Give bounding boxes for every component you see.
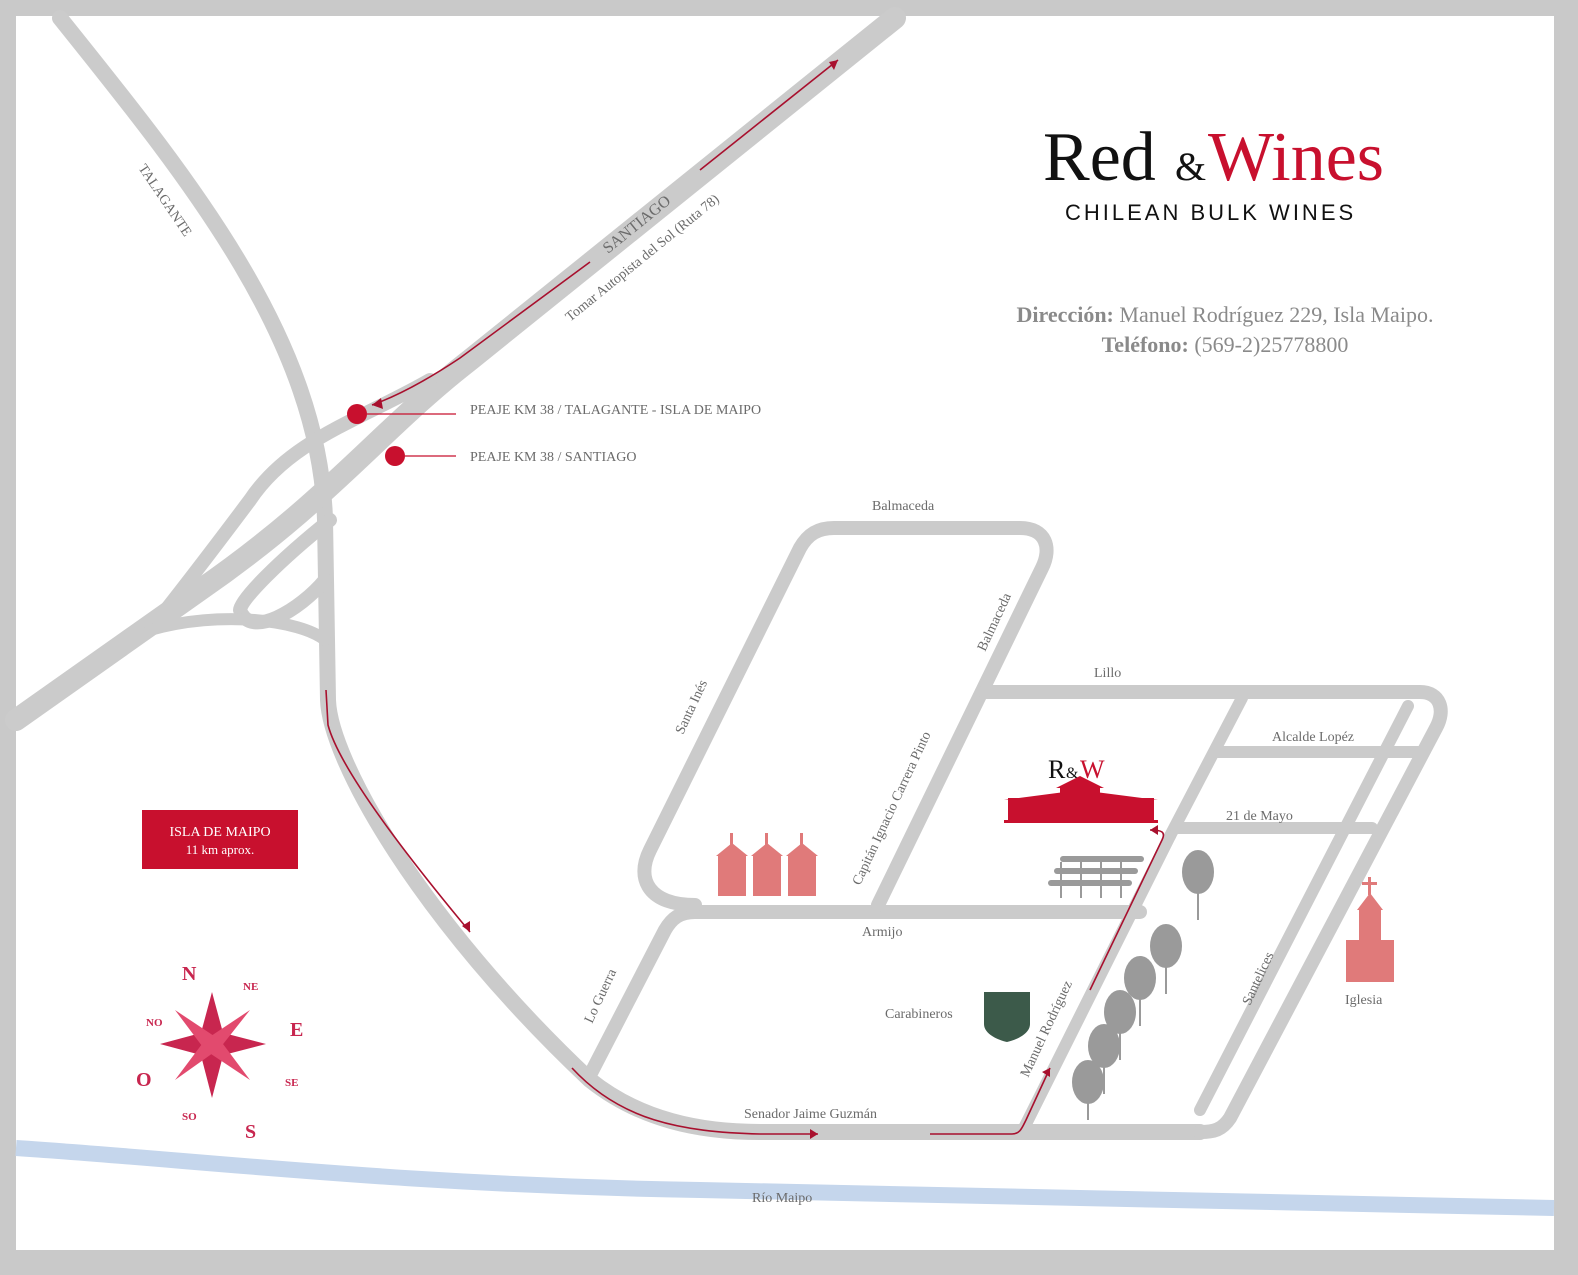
toll-label: PEAJE KM 38 / TALAGANTE - ISLA DE MAIPO [470, 403, 761, 418]
carabineros-marker[interactable]: Carabineros [885, 992, 1030, 1042]
street-label-senador: Senador Jaime Guzmán [744, 1107, 877, 1122]
street-label-alcalde: Alcalde Lopéz [1272, 730, 1354, 745]
address-label: Dirección: [1017, 302, 1114, 327]
road-ramp-1 [143, 373, 437, 637]
route-segment-autopista [371, 261, 591, 406]
logo-amp: & [1175, 144, 1206, 189]
compass-so: SO [182, 1111, 197, 1123]
contact-info: Dirección: Manuel Rodríguez 229, Isla Ma… [1017, 302, 1434, 357]
route-arrowhead [829, 60, 838, 70]
road-santa-ines-loop [637, 521, 1054, 912]
silos-icon [716, 833, 818, 896]
destination-box-bg [142, 810, 298, 869]
map-background [16, 16, 1554, 1250]
roads [5, 7, 1448, 1140]
road-manuel [1016, 830, 1176, 1138]
river-label: Río Maipo [752, 1191, 812, 1206]
toll-2[interactable]: PEAJE KM 38 / SANTIAGO [385, 446, 636, 466]
compass-rose: N NE E SE S SO O NO [136, 963, 303, 1143]
carabineros-label: Carabineros [885, 1007, 953, 1022]
trees-icon [1072, 850, 1214, 1120]
toll-marker[interactable] [385, 446, 405, 466]
iglesia-marker[interactable]: Iglesia [1345, 877, 1394, 1008]
route-segment-final [930, 1067, 1051, 1135]
route-arrowhead [1042, 1068, 1050, 1077]
compass-ne: NE [243, 981, 258, 993]
destination-box: ISLA DE MAIPO 11 km aprox. [142, 810, 298, 869]
route-arrowhead [1150, 825, 1158, 835]
road-talagante [52, 10, 768, 1140]
river-maipo [15, 1140, 1555, 1216]
vineyard-icon [1048, 856, 1144, 898]
road-ramp-2 [233, 513, 337, 630]
carabineros-shield-icon [984, 992, 1030, 1042]
brand-logo: Red & Wines CHILEAN BULK WINES [1043, 119, 1384, 225]
phone-line: Teléfono: (569-2)25778800 [1102, 332, 1349, 357]
road-ramp-3 [144, 613, 331, 646]
address-line: Dirección: Manuel Rodríguez 229, Isla Ma… [1017, 302, 1434, 327]
compass-no: NO [146, 1017, 163, 1029]
street-label-armijo: Armijo [862, 925, 902, 940]
iglesia-label: Iglesia [1345, 993, 1383, 1008]
winery-marker[interactable]: R & W [1004, 755, 1158, 823]
street-label-lillo: Lillo [1094, 666, 1121, 681]
road-diag-1 [1164, 692, 1248, 842]
road-autopista [5, 7, 906, 731]
address-value: Manuel Rodríguez 229, Isla Maipo. [1119, 302, 1433, 327]
compass-star-icon [160, 992, 266, 1098]
compass-s: S [245, 1121, 256, 1143]
church-icon [1346, 877, 1394, 982]
route [325, 59, 1165, 1139]
route-arrowhead [810, 1129, 818, 1139]
route-segment-bottom [571, 1067, 818, 1135]
compass-e: E [290, 1019, 303, 1041]
road-santelices [1194, 700, 1414, 1116]
logo-red: Red [1043, 119, 1156, 196]
route-segment-south [325, 689, 471, 933]
street-label-21-mayo: 21 de Mayo [1226, 809, 1293, 824]
route-arrowhead [372, 398, 383, 409]
route-segment-north [699, 59, 839, 171]
phone-label: Teléfono: [1102, 332, 1189, 357]
compass-se: SE [285, 1077, 298, 1089]
toll-label: PEAJE KM 38 / SANTIAGO [470, 450, 636, 465]
road-lillo [978, 685, 1448, 1139]
toll-marker[interactable] [347, 404, 367, 424]
destination-line1: ISLA DE MAIPO [169, 825, 270, 840]
phone-value: (569-2)25778800 [1194, 332, 1348, 357]
compass-n: N [182, 963, 197, 985]
route-arrowhead [462, 921, 470, 932]
toll-1[interactable]: PEAJE KM 38 / TALAGANTE - ISLA DE MAIPO [347, 403, 761, 424]
winery-building-icon [1004, 776, 1158, 823]
winery-amp: & [1066, 765, 1079, 782]
logo-wines: Wines [1208, 119, 1384, 196]
street-label-balmaceda-top: Balmaceda [872, 499, 935, 514]
winery-r: R [1048, 755, 1066, 784]
logo-tagline: CHILEAN BULK WINES [1065, 200, 1356, 225]
compass-o: O [136, 1069, 152, 1091]
destination-line2: 11 km aprox. [186, 842, 254, 857]
